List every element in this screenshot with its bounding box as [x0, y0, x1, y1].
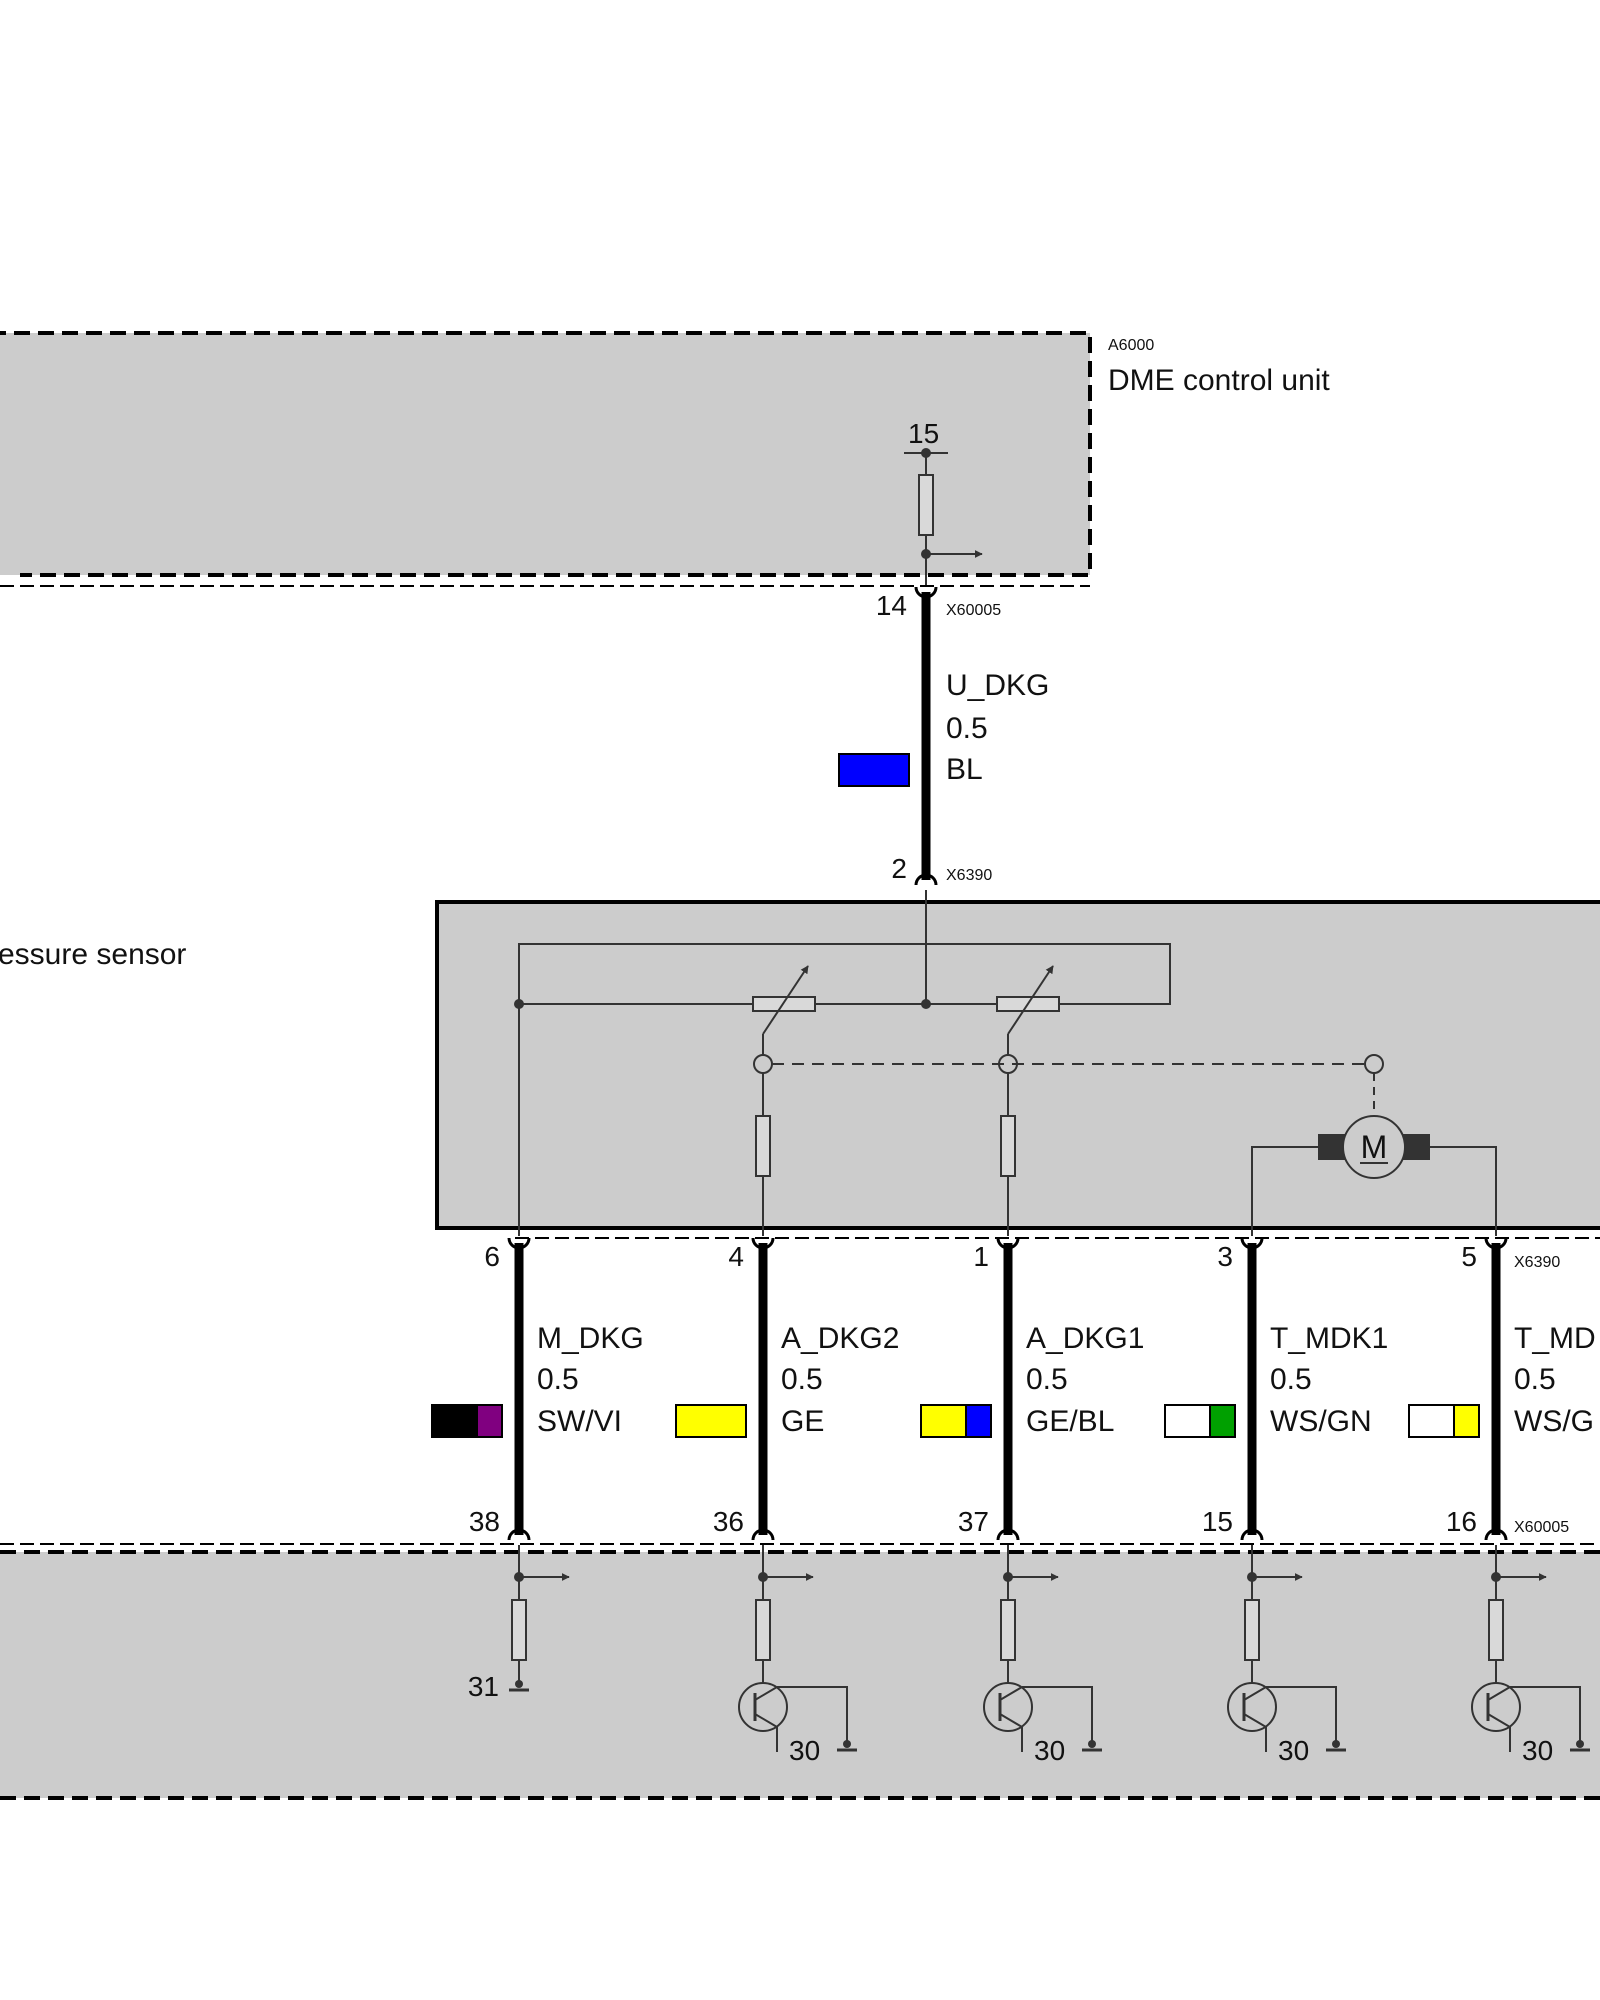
wire-signal-name: M_DKG — [537, 1322, 644, 1355]
supply-sensor-pin: 2 — [891, 853, 907, 884]
swatch-segment — [1409, 1405, 1454, 1437]
swatch-segment — [676, 1405, 746, 1437]
wire-gauge: 0.5 — [1270, 1363, 1312, 1396]
supply-dme-pin: 14 — [876, 590, 907, 621]
wire-color-swatch — [675, 1404, 747, 1438]
dme-unit-border — [0, 331, 1092, 577]
supply-color-swatch — [838, 753, 910, 787]
wire-color-swatch — [920, 1404, 992, 1438]
dme-pin-label: 16 — [1446, 1506, 1477, 1537]
wire-a_dkg1: 1 37 A_DKG1 0.5GE/BL — [920, 1237, 1144, 1541]
transistor-stage: 30 — [1471, 1545, 1590, 1766]
wire-gauge: 0.5 — [1026, 1363, 1068, 1396]
connector-x60005-upper: X60005 — [946, 602, 1001, 619]
wire-color-code: GE — [781, 1405, 824, 1438]
supply-terminal-30-label: 30 — [1034, 1735, 1065, 1766]
supply-terminal-30-label: 30 — [1522, 1735, 1553, 1766]
wire-t_md: 5 16 T_MD 0.5WS/G — [1408, 1237, 1596, 1541]
motor-icon: M — [1318, 1115, 1430, 1179]
wire-signal-name: A_DKG2 — [781, 1322, 899, 1355]
transistor-stage: 30 — [738, 1545, 857, 1766]
wire-signal-name: T_MDK1 — [1270, 1322, 1388, 1355]
connector-x6390-lower: X6390 — [1514, 1254, 1560, 1271]
supply-swatch-box — [838, 753, 910, 787]
dme-pin-label: 15 — [1202, 1506, 1233, 1537]
terminal-15-label: 15 — [908, 418, 939, 449]
dme-unit-name: DME control unit — [1108, 364, 1330, 397]
connector-x6390-upper: X6390 — [946, 867, 992, 884]
signal-wires: 6 38 M_DKG 0.5SW/VI 4 36 A_DKG2 0.5GE 1 37 A_DKG1 0… — [431, 1237, 1596, 1541]
dme-output-stages: 31 30 30 30 30 — [468, 1545, 1590, 1766]
sensor-pin-label: 6 — [484, 1241, 500, 1272]
dme-pin-label: 37 — [958, 1506, 989, 1537]
wire-color-swatch — [431, 1404, 503, 1438]
transistor-stage: 30 — [983, 1545, 1102, 1766]
wire-color-swatch — [1164, 1404, 1236, 1438]
sensor-pin-label: 5 — [1461, 1241, 1477, 1272]
supply-signal-name: U_DKG — [946, 669, 1049, 702]
swatch-segment — [1165, 1405, 1210, 1437]
wire-color-code: WS/G — [1514, 1405, 1594, 1438]
pullup-resistor — [918, 474, 934, 536]
sensor-unit-name: essure sensor — [0, 938, 186, 971]
swatch-segment — [921, 1405, 966, 1437]
wire-color-code: GE/BL — [1026, 1405, 1114, 1438]
pressure-sensor-unit: essure sensor M — [0, 890, 1600, 1239]
dme-pin-label: 38 — [469, 1506, 500, 1537]
supply-terminal-30-label: 30 — [789, 1735, 820, 1766]
dme-lower-box — [0, 1552, 1600, 1798]
swatch-segment — [477, 1405, 502, 1437]
swatch-segment — [839, 754, 909, 786]
transistor-icon — [983, 1682, 1033, 1732]
transistor-icon — [1227, 1682, 1277, 1732]
dme-control-unit-lower: 31 30 30 30 30 — [0, 1543, 1600, 1800]
wire-color-code: WS/GN — [1270, 1405, 1372, 1438]
ground-stage: 31 — [468, 1545, 570, 1702]
connector-x60005-lower: X60005 — [1514, 1519, 1569, 1536]
supply-wire: 14 X60005 U_DKG 0.5 BL 2 X6390 — [838, 586, 1049, 886]
sensor-pin-label: 1 — [973, 1241, 989, 1272]
dme-control-unit-upper: A6000 DME control unit 15 — [0, 331, 1330, 587]
swatch-segment — [1454, 1405, 1479, 1437]
wire-gauge: 0.5 — [1514, 1363, 1556, 1396]
wire-color-swatch — [1408, 1404, 1480, 1438]
sensor-pin-label: 3 — [1217, 1241, 1233, 1272]
wire-color-code: SW/VI — [537, 1405, 622, 1438]
swatch-segment — [432, 1405, 477, 1437]
transistor-icon — [1471, 1682, 1521, 1732]
sensor-pin-label: 4 — [728, 1241, 744, 1272]
supply-terminal-30-label: 30 — [1278, 1735, 1309, 1766]
wire-gauge: 0.5 — [537, 1363, 579, 1396]
supply-gauge: 0.5 — [946, 712, 988, 745]
transistor-icon — [738, 1682, 788, 1732]
dme-pin-label: 36 — [713, 1506, 744, 1537]
dme-unit-code: A6000 — [1108, 337, 1154, 354]
swatch-segment — [966, 1405, 991, 1437]
wire-gauge: 0.5 — [781, 1363, 823, 1396]
transistor-stage: 30 — [1227, 1545, 1346, 1766]
wire-signal-name: T_MD — [1514, 1322, 1596, 1355]
wire-m_dkg: 6 38 M_DKG 0.5SW/VI — [431, 1237, 644, 1541]
wire-a_dkg2: 4 36 A_DKG2 0.5GE — [675, 1237, 899, 1541]
wire-signal-name: A_DKG1 — [1026, 1322, 1144, 1355]
wire-t_mdk1: 3 15 T_MDK1 0.5WS/GN — [1164, 1237, 1388, 1541]
swatch-segment — [1210, 1405, 1235, 1437]
supply-color-code: BL — [946, 753, 983, 786]
motor-label: M — [1361, 1129, 1388, 1165]
ground-terminal-label: 31 — [468, 1671, 499, 1702]
